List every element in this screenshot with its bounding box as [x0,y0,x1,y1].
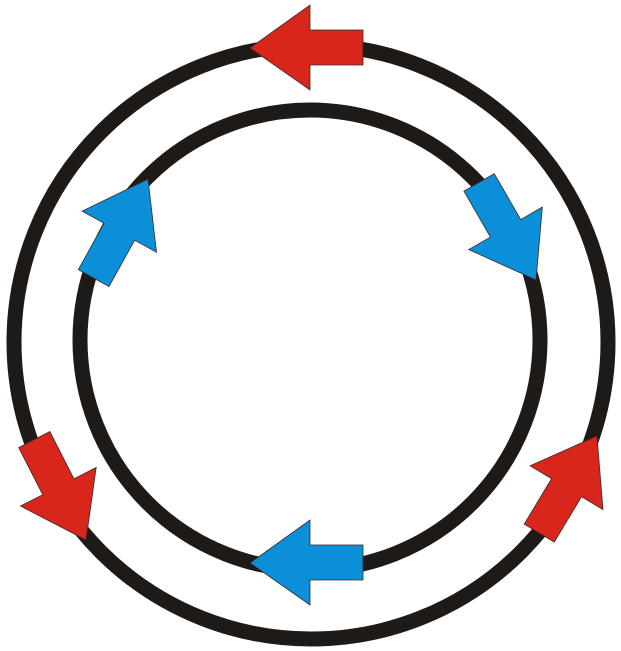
blue-arrow-top-left-icon [55,158,187,300]
red-arrow-top-icon [249,4,364,91]
inner-ring [72,102,548,578]
blue-arrow-bottom-icon [249,519,364,606]
